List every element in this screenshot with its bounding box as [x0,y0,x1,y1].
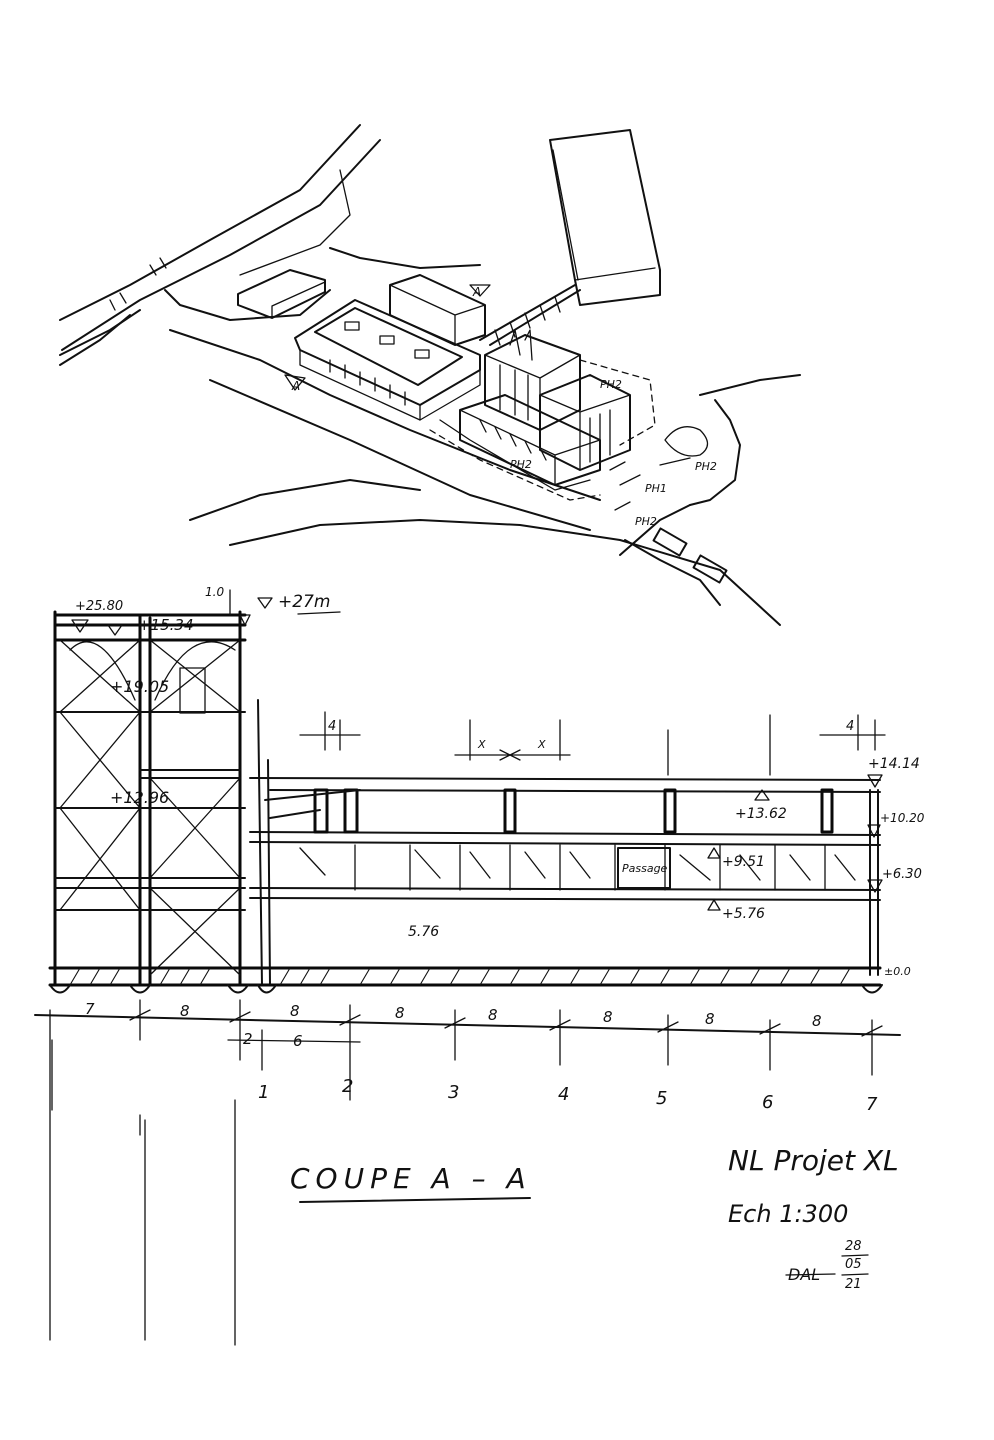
section-drawing: Passage +25.80 +15.34 1.0 +27m +19.05 +1… [34,585,925,1346]
bay-width: 7 [85,1000,95,1018]
site-perspective: A A PH2 PH2 PH2 PH1 PH2 [59,124,801,626]
level-576: +5.76 [722,906,765,922]
level-tower-low: +12.96 [110,788,169,807]
dim-x-left: X [477,738,486,751]
phase-label: PH2 [510,458,532,471]
bay-width: 8 [488,1006,498,1024]
phase-label: PH2 [600,378,622,391]
dim-x-right: X [537,738,546,751]
level-tower-mid: +19.05 [110,677,169,696]
grid-axis: 6 [762,1092,773,1113]
section-marker-top: A [472,285,481,299]
grid-axis: 4 [558,1084,569,1105]
dim-four-left: 4 [328,719,336,734]
grid-axis: 7 [866,1094,878,1115]
room-label: Passage [622,862,668,875]
bay-width: 8 [603,1008,613,1026]
bay-width: 8 [705,1010,715,1028]
bay-width-labels: 7 8 8 8 8 8 8 8 [85,1000,822,1030]
section-title: COUPE A – A [290,1162,532,1195]
level-951: +9.51 [722,854,765,870]
title-block: COUPE A – A NL Projet XL Ech 1:300 28 05… [290,1144,899,1292]
level-1020: +10.20 [880,811,925,825]
phase-label: PH2 [635,515,657,528]
grid-axis: 3 [448,1082,459,1103]
level-height-small: 1.0 [205,585,224,599]
grid-axis: 5 [656,1088,667,1109]
level-height-top: +27m [278,592,330,612]
grid-axis: 2 [342,1076,353,1097]
grid-axis-labels: 1 2 3 4 5 6 7 [258,1076,878,1115]
level-630: +6.30 [882,867,922,882]
phase-label: PH2 [695,460,717,473]
level-tower-upper: +15.34 [138,616,194,634]
date-day: 28 [845,1239,862,1254]
sub-width: 6 [293,1032,303,1050]
clear-height: 5.76 [408,924,439,940]
grid-axis: 1 [258,1082,269,1103]
date-month: 05 [845,1257,862,1272]
level-roof-inner: +13.62 [735,806,787,822]
sub-width: 2 [243,1030,253,1048]
section-marker-left: A [291,379,300,393]
bay-width: 8 [290,1002,300,1020]
dim-four-right: 4 [846,719,854,734]
level-tower-top: +25.80 [75,599,123,614]
bay-width: 8 [395,1004,405,1022]
level-roof-right: +14.14 [868,756,920,772]
level-ground: ±0.0 [884,965,911,978]
bay-width: 8 [180,1002,190,1020]
project-name: NL Projet XL [728,1144,899,1177]
date-year: 21 [845,1277,862,1292]
scale-label: Ech 1:300 [728,1200,848,1228]
phase-label: PH1 [645,482,667,495]
bay-width: 8 [812,1012,822,1030]
